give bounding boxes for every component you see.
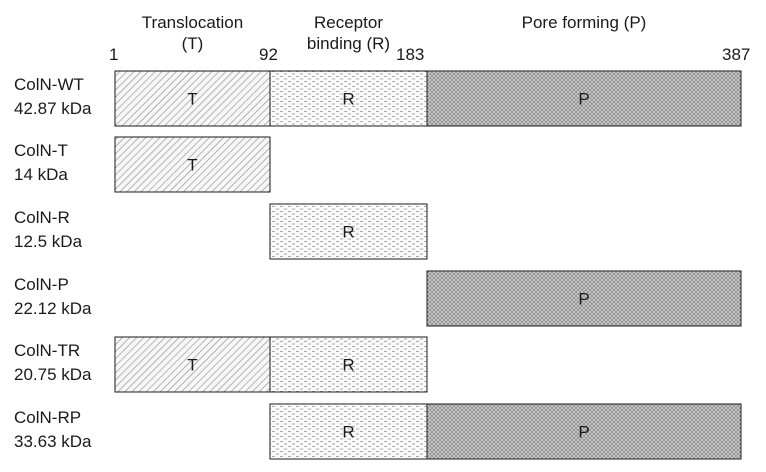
domain-box-p: [426, 270, 742, 327]
domain-label-t: T: [187, 156, 197, 175]
construct-label-coln-p: ColN-P 22.12 kDa: [14, 273, 92, 321]
construct-mass: 12.5 kDa: [14, 232, 83, 251]
construct-label-coln-wt: ColN-WT 42.87 kDa: [14, 73, 92, 121]
construct-name: ColN-P: [14, 275, 69, 294]
tick-1: 1: [109, 45, 119, 64]
construct-label-coln-r: ColN-R 12.5 kDa: [14, 206, 82, 254]
domain-box-t: [114, 136, 271, 193]
domain-label-r: R: [342, 223, 354, 242]
construct-name: ColN-R: [14, 208, 70, 227]
domain-label-p: P: [578, 423, 589, 442]
domain-label-t: T: [187, 90, 197, 109]
tick-92: 92: [259, 45, 278, 64]
construct-name: ColN-TR: [14, 341, 81, 360]
construct-mass: 14 kDa: [14, 165, 68, 184]
domain-box-r: [269, 203, 428, 260]
construct-name: ColN-RP: [14, 408, 82, 427]
domain-box-p: [426, 70, 742, 127]
construct-mass: 22.12 kDa: [14, 299, 92, 318]
construct-name: ColN-T: [14, 141, 68, 160]
construct-label-coln-tr: ColN-TR 20.75 kDa: [14, 339, 92, 387]
construct-label-coln-rp: ColN-RP 33.63 kDa: [14, 406, 92, 454]
domain-label-r: R: [342, 423, 354, 442]
header-pore-line1: Pore forming (P): [521, 13, 647, 32]
domain-box-t: [114, 70, 271, 127]
header-translocation: Translocation (T): [115, 12, 270, 54]
header-receptor-line1: Receptor: [314, 13, 383, 32]
construct-name: ColN-WT: [14, 75, 84, 94]
tick-183: 183: [396, 45, 425, 64]
header-receptor-binding: Receptor binding (R): [270, 12, 427, 54]
domain-label-p: P: [578, 290, 589, 309]
domain-box-r: [269, 403, 428, 460]
header-translocation-line2: (T): [181, 34, 204, 53]
domain-box-r: [269, 70, 428, 127]
header-pore-forming: Pore forming (P): [427, 12, 741, 33]
domain-box-r: [269, 336, 428, 393]
tick-387: 387: [722, 45, 751, 64]
header-receptor-line2: binding (R): [306, 34, 391, 53]
construct-mass: 42.87 kDa: [14, 99, 92, 118]
construct-mass: 33.63 kDa: [14, 432, 92, 451]
domain-label-p: P: [578, 90, 589, 109]
construct-label-coln-t: ColN-T 14 kDa: [14, 139, 68, 187]
construct-mass: 20.75 kDa: [14, 365, 92, 384]
domain-label-t: T: [187, 356, 197, 375]
domain-label-r: R: [342, 90, 354, 109]
domain-box-t: [114, 336, 271, 393]
domain-label-r: R: [342, 356, 354, 375]
domain-box-p: [426, 403, 742, 460]
header-translocation-line1: Translocation: [141, 13, 244, 32]
